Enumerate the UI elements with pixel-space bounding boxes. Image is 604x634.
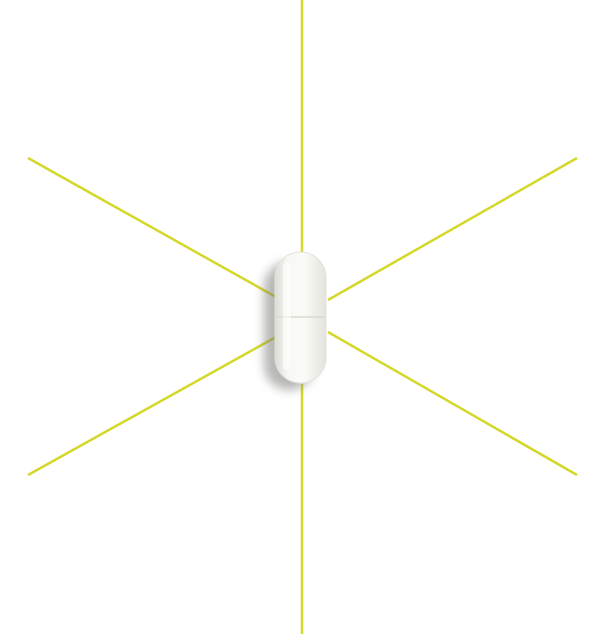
capsule-pill-icon [264,251,327,390]
ray-lower-left [27,335,277,477]
ray-lower-right [327,330,578,477]
rays [27,0,578,634]
ray-upper-right [327,156,578,302]
ray-upper-left [27,156,277,299]
capsule-highlight [283,262,291,370]
